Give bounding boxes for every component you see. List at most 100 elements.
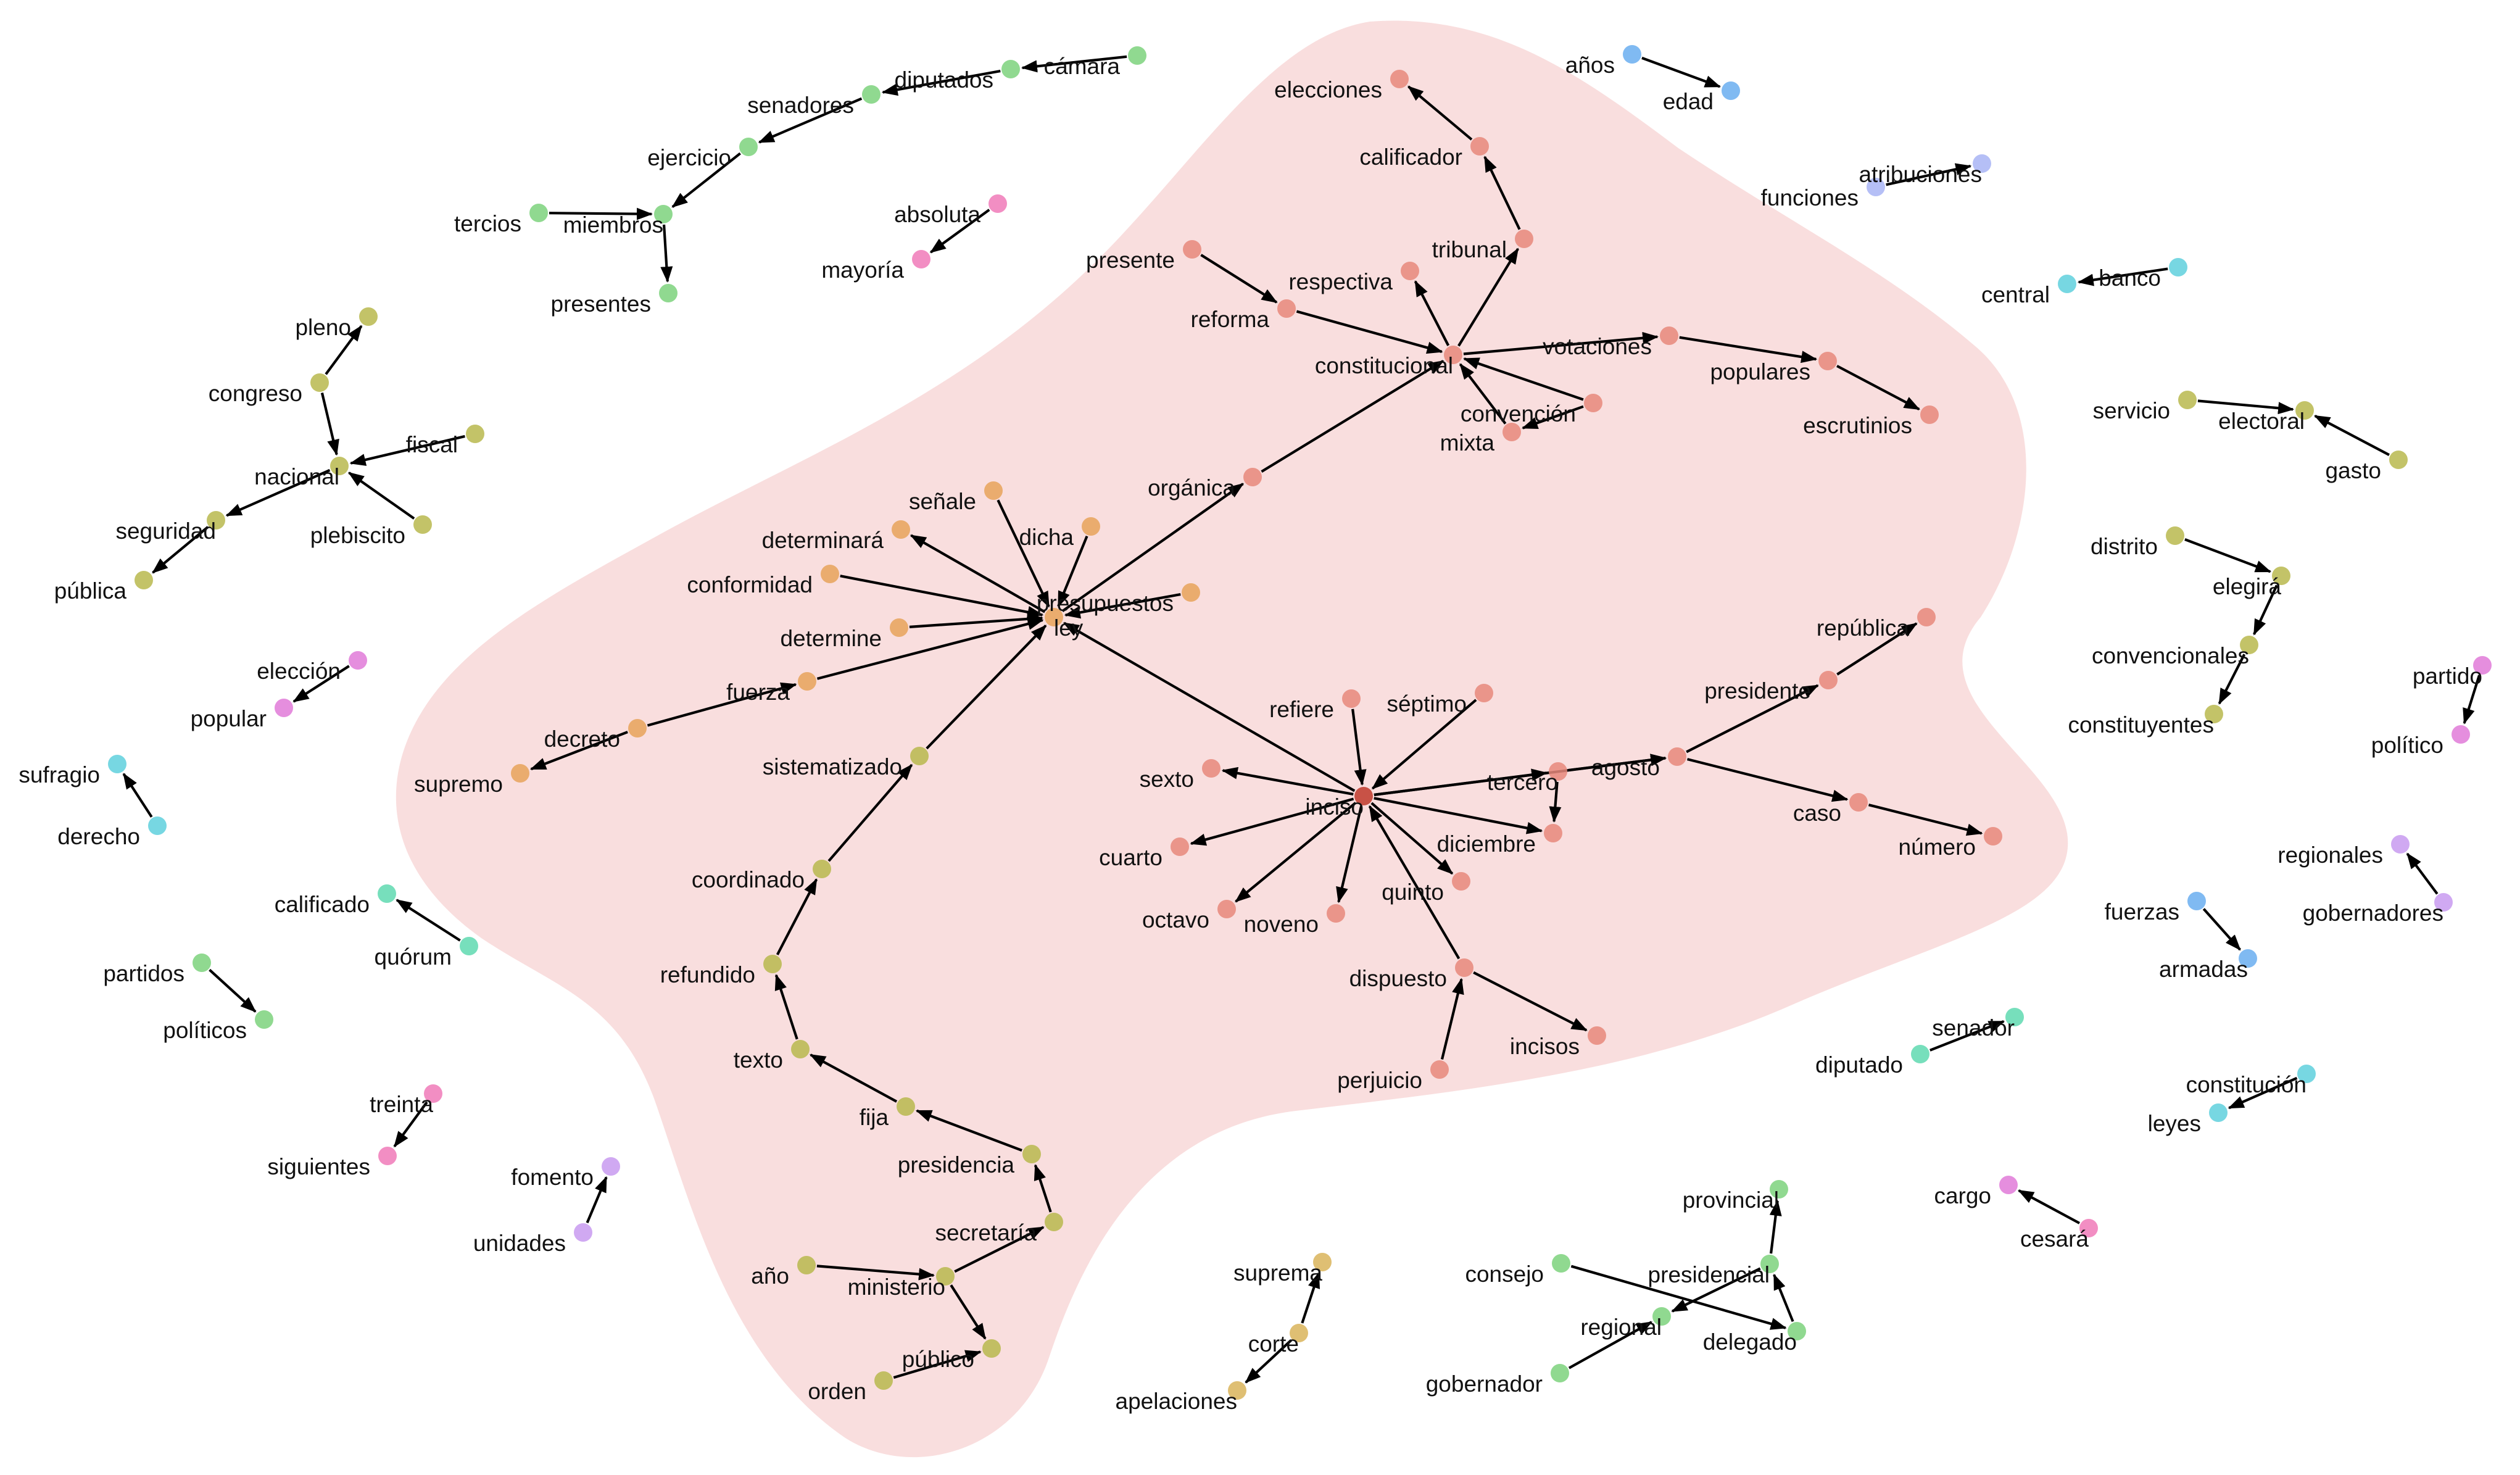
node-electoral[interactable] <box>2295 401 2314 420</box>
node-sexto[interactable] <box>1202 759 1221 778</box>
node-politicos[interactable] <box>255 1010 273 1029</box>
node-ano[interactable] <box>797 1256 816 1274</box>
node-caso[interactable] <box>1849 793 1868 812</box>
node-calificado[interactable] <box>378 884 396 903</box>
node-miembros[interactable] <box>654 205 673 223</box>
node-calificador[interactable] <box>1470 137 1489 156</box>
node-tercios[interactable] <box>529 204 548 222</box>
node-orden[interactable] <box>874 1371 893 1390</box>
node-treinta[interactable] <box>424 1084 442 1103</box>
node-determinara[interactable] <box>892 520 910 539</box>
node-partido[interactable] <box>2473 656 2492 675</box>
node-constituyentes[interactable] <box>2205 705 2223 723</box>
node-mixta[interactable] <box>1502 423 1521 441</box>
node-eleccion[interactable] <box>349 651 367 670</box>
node-tercero[interactable] <box>1549 762 1567 781</box>
node-presidente[interactable] <box>1819 671 1838 689</box>
node-constitucion[interactable] <box>2297 1065 2316 1083</box>
node-refundido[interactable] <box>763 955 782 973</box>
node-delegado[interactable] <box>1788 1322 1806 1340</box>
node-coordinado[interactable] <box>813 860 831 878</box>
node-atribuciones[interactable] <box>1973 154 1991 173</box>
node-inciso[interactable] <box>1354 787 1373 805</box>
node-tribunal[interactable] <box>1515 230 1533 248</box>
node-decreto[interactable] <box>628 719 647 738</box>
node-congreso[interactable] <box>310 373 329 392</box>
node-dispuesto[interactable] <box>1455 958 1473 977</box>
node-publico[interactable] <box>982 1339 1001 1358</box>
node-senador[interactable] <box>2005 1008 2024 1026</box>
node-mayoria[interactable] <box>912 250 930 268</box>
node-absoluta[interactable] <box>989 194 1007 213</box>
node-regional[interactable] <box>1652 1307 1671 1326</box>
node-seguridad[interactable] <box>207 511 225 530</box>
node-funciones[interactable] <box>1867 178 1885 196</box>
node-unidades[interactable] <box>574 1223 592 1242</box>
node-cesara[interactable] <box>2079 1219 2098 1237</box>
node-convencionales[interactable] <box>2240 636 2258 654</box>
node-determine[interactable] <box>890 618 908 637</box>
node-conformidad[interactable] <box>821 565 839 583</box>
node-partidos[interactable] <box>193 954 211 972</box>
node-presente[interactable] <box>1183 240 1201 259</box>
node-cargo[interactable] <box>1999 1176 2018 1194</box>
node-corte[interactable] <box>1290 1324 1308 1342</box>
node-diputado[interactable] <box>1911 1045 1929 1063</box>
node-octavo[interactable] <box>1217 900 1236 918</box>
node-ministerio[interactable] <box>936 1267 955 1286</box>
node-escrutinios[interactable] <box>1920 405 1939 424</box>
node-respectiva[interactable] <box>1401 262 1419 280</box>
node-derecho[interactable] <box>148 816 167 835</box>
node-presentes[interactable] <box>659 284 678 302</box>
node-agosto[interactable] <box>1668 747 1686 766</box>
node-septimo[interactable] <box>1475 684 1493 702</box>
node-ejercicio[interactable] <box>739 138 758 156</box>
node-quinto[interactable] <box>1452 872 1470 891</box>
node-distrito[interactable] <box>2166 526 2184 545</box>
node-apelaciones[interactable] <box>1228 1381 1246 1400</box>
node-republica[interactable] <box>1917 608 1936 626</box>
node-convencion[interactable] <box>1584 394 1602 412</box>
node-perjuicio[interactable] <box>1430 1060 1449 1079</box>
node-cuarto[interactable] <box>1171 837 1189 856</box>
node-servicio[interactable] <box>2178 391 2197 409</box>
node-gobernadores[interactable] <box>2434 893 2453 912</box>
node-dicha[interactable] <box>1082 517 1100 536</box>
node-elecciones[interactable] <box>1390 70 1409 88</box>
node-presidencial[interactable] <box>1760 1255 1779 1273</box>
node-presupuestos[interactable] <box>1182 583 1200 602</box>
node-sufragio[interactable] <box>108 755 126 773</box>
node-armadas[interactable] <box>2239 949 2257 968</box>
node-quorum[interactable] <box>460 937 478 955</box>
node-fiscal[interactable] <box>466 425 484 443</box>
node-central[interactable] <box>2058 275 2076 293</box>
node-gasto[interactable] <box>2389 451 2408 469</box>
node-texto[interactable] <box>791 1040 810 1058</box>
node-votaciones[interactable] <box>1660 326 1678 345</box>
node-anos[interactable] <box>1623 45 1641 64</box>
node-senadores[interactable] <box>862 85 881 104</box>
node-reforma[interactable] <box>1277 299 1296 318</box>
node-numero[interactable] <box>1984 827 2002 846</box>
node-siguientes[interactable] <box>378 1147 397 1165</box>
node-publica[interactable] <box>135 571 153 589</box>
node-fomento[interactable] <box>602 1157 620 1176</box>
node-consejo[interactable] <box>1552 1254 1570 1273</box>
node-organica[interactable] <box>1243 468 1262 486</box>
node-refiere[interactable] <box>1342 689 1361 708</box>
node-banco[interactable] <box>2169 258 2187 276</box>
node-fija[interactable] <box>897 1097 915 1116</box>
node-secretaria[interactable] <box>1045 1213 1063 1231</box>
node-fuerza[interactable] <box>798 672 816 691</box>
node-constitucional[interactable] <box>1444 346 1462 364</box>
node-sistematizado[interactable] <box>910 747 929 765</box>
node-provincial[interactable] <box>1770 1180 1788 1199</box>
node-noveno[interactable] <box>1327 904 1345 923</box>
node-leyes[interactable] <box>2209 1103 2228 1122</box>
node-elegira[interactable] <box>2272 567 2290 585</box>
node-supremo[interactable] <box>511 764 529 783</box>
node-ley[interactable] <box>1045 608 1063 626</box>
node-populares[interactable] <box>1818 352 1837 370</box>
node-regionales[interactable] <box>2391 835 2410 854</box>
node-presidencia[interactable] <box>1022 1145 1041 1163</box>
